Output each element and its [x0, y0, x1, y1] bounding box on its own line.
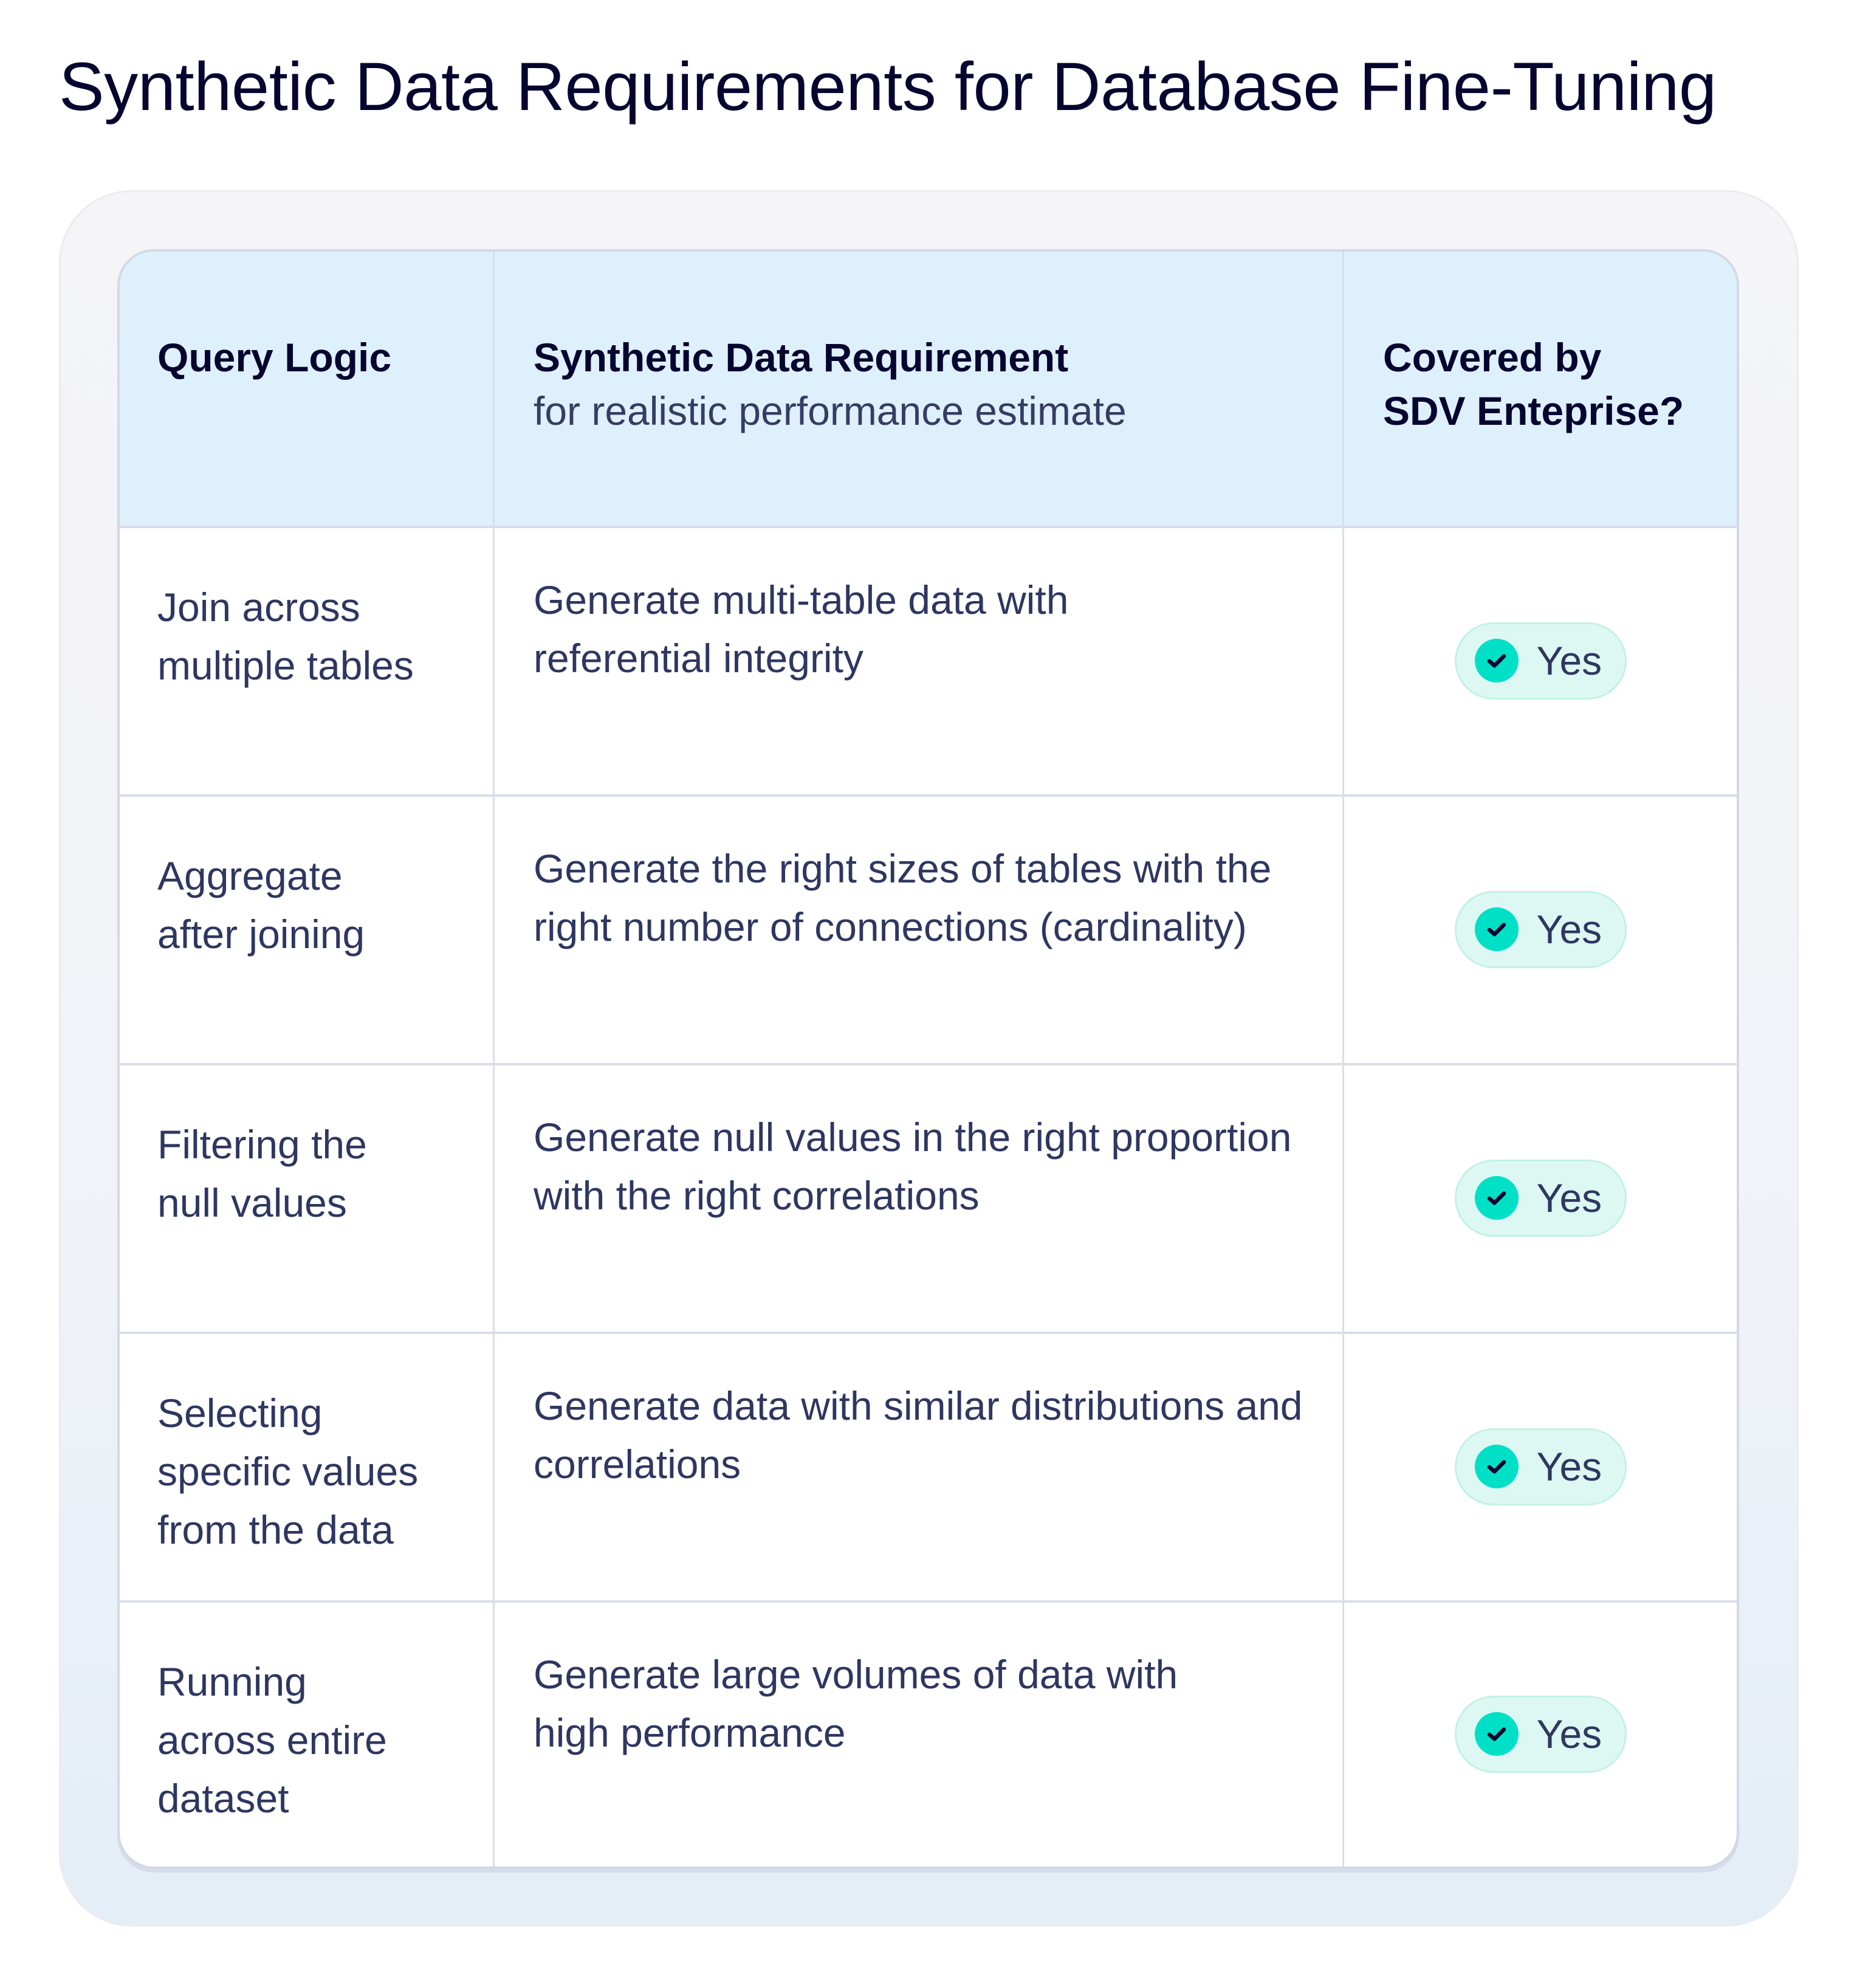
header-query-logic: Query Logic	[120, 252, 495, 526]
requirements-table: Query Logic Synthetic Data Requirement f…	[117, 249, 1739, 1869]
requirement-text: Generate multi-table data with referenti…	[534, 577, 1069, 681]
header-covered-line2: SDV Enteprise?	[1383, 388, 1684, 433]
covered-status-label: Yes	[1536, 638, 1602, 683]
covered-cell: Yes	[1344, 1334, 1737, 1600]
query-logic-text: Aggregate after joining	[157, 853, 365, 957]
query-logic-text: Selecting specific values from the data	[157, 1391, 419, 1552]
header-covered: Covered by SDV Enteprise?	[1344, 252, 1737, 526]
query-logic-cell: Running across entire dataset	[120, 1603, 495, 1866]
query-logic-text: Join across multiple tables	[157, 585, 414, 688]
query-logic-text: Running across entire dataset	[157, 1659, 387, 1821]
covered-status-badge: Yes	[1454, 1695, 1627, 1773]
covered-status-label: Yes	[1536, 1711, 1602, 1756]
table-row: Running across entire dataset Generate l…	[120, 1603, 1737, 1866]
covered-status-badge: Yes	[1454, 1428, 1627, 1505]
requirement-cell: Generate the right sizes of tables with …	[495, 797, 1344, 1063]
covered-cell: Yes	[1344, 528, 1737, 794]
covered-status-badge: Yes	[1454, 1159, 1627, 1237]
covered-status-label: Yes	[1536, 1175, 1602, 1220]
covered-status-badge: Yes	[1454, 890, 1627, 968]
check-circle-icon	[1474, 907, 1519, 951]
query-logic-cell: Aggregate after joining	[120, 797, 495, 1063]
query-logic-cell: Filtering the null values	[120, 1065, 495, 1332]
table-row: Aggregate after joining Generate the rig…	[120, 797, 1737, 1065]
requirement-cell: Generate large volumes of data with high…	[495, 1603, 1344, 1866]
query-logic-cell: Join across multiple tables	[120, 528, 495, 794]
requirement-text: Generate the right sizes of tables with …	[534, 846, 1272, 949]
table-row: Join across multiple tables Generate mul…	[120, 528, 1737, 797]
requirement-cell: Generate data with similar distributions…	[495, 1334, 1344, 1600]
header-requirement: Synthetic Data Requirement for realistic…	[495, 252, 1344, 526]
table-row: Selecting specific values from the data …	[120, 1334, 1737, 1603]
header-query-logic-label: Query Logic	[157, 335, 392, 380]
check-circle-icon	[1474, 1445, 1519, 1488]
table-row: Filtering the null values Generate null …	[120, 1065, 1737, 1334]
query-logic-cell: Selecting specific values from the data	[120, 1334, 495, 1600]
check-circle-icon	[1474, 1176, 1519, 1220]
covered-cell: Yes	[1344, 797, 1737, 1063]
covered-cell: Yes	[1344, 1603, 1737, 1866]
check-circle-icon	[1474, 1712, 1519, 1756]
requirement-text: Generate data with similar distributions…	[534, 1383, 1303, 1487]
requirement-text: Generate null values in the right propor…	[534, 1115, 1292, 1218]
requirement-text: Generate large volumes of data with high…	[534, 1652, 1178, 1755]
header-requirement-label: Synthetic Data Requirement	[534, 335, 1069, 380]
query-logic-text: Filtering the null values	[157, 1122, 367, 1225]
requirement-cell: Generate multi-table data with referenti…	[495, 528, 1344, 794]
page-title: Synthetic Data Requirements for Database…	[59, 49, 1717, 125]
check-circle-icon	[1474, 639, 1519, 683]
covered-status-label: Yes	[1536, 907, 1602, 952]
covered-status-badge: Yes	[1454, 622, 1627, 700]
covered-status-label: Yes	[1536, 1444, 1602, 1489]
header-requirement-subtitle: for realistic performance estimate	[534, 388, 1127, 433]
covered-cell: Yes	[1344, 1065, 1737, 1332]
table-header-row: Query Logic Synthetic Data Requirement f…	[120, 252, 1737, 528]
header-covered-line1: Covered by	[1383, 335, 1602, 380]
requirement-cell: Generate null values in the right propor…	[495, 1065, 1344, 1332]
